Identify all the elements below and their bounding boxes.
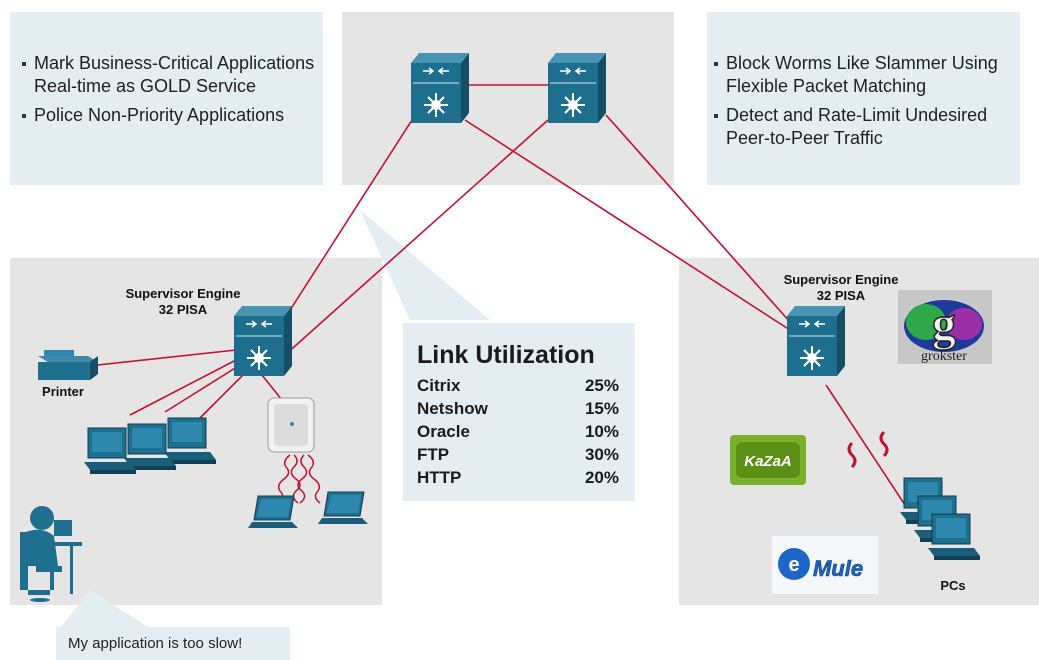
left-switch-label-line1: Supervisor Engine <box>125 286 241 301</box>
right-switch-label-line1: Supervisor Engine <box>783 272 899 287</box>
svg-text:e: e <box>788 554 799 576</box>
emule-logo: e Mule <box>772 536 878 594</box>
wireless-access-point-icon <box>267 397 315 453</box>
link-utilization-box: Link Utilization Citrix 25% Netshow 15% Or… <box>403 323 635 501</box>
user-callout-box: My application is too slow! <box>56 627 290 660</box>
right-info-box <box>707 12 1020 185</box>
svg-text:Mule: Mule <box>813 556 863 581</box>
utilization-row: Citrix 25% <box>417 374 619 397</box>
printer-icon <box>38 350 98 380</box>
bullet-rate-limit-p2p: Detect and Rate-Limit Undesired Peer-to-… <box>712 104 1017 150</box>
app-name: HTTP <box>417 468 462 487</box>
bullet-police-non-priority: Police Non-Priority Applications <box>20 104 318 127</box>
app-percent: 15% <box>584 399 619 418</box>
grokster-logo: g grokster <box>898 290 992 364</box>
app-name: Oracle <box>417 422 470 441</box>
right-pcs-icon <box>899 477 981 561</box>
pcs-label: PCs <box>940 578 966 593</box>
printer-label: Printer <box>42 384 84 399</box>
svg-text:grokster: grokster <box>921 349 967 364</box>
core-switch-right-icon <box>547 52 607 124</box>
app-percent: 25% <box>584 376 619 395</box>
kazaa-logo: KaZaA <box>730 435 806 485</box>
left-bullet-list: Mark Business-Critical Applications Real… <box>20 52 318 133</box>
app-percent: 10% <box>584 422 619 441</box>
utilization-row: Oracle 10% <box>417 420 619 443</box>
link-utilization-table: Citrix 25% Netshow 15% Oracle 10% FTP 30% HT… <box>417 374 619 489</box>
svg-text:KaZaA: KaZaA <box>744 453 792 470</box>
app-percent: 30% <box>584 445 619 464</box>
desktop-pcs-icon <box>83 417 217 475</box>
wireless-signal <box>277 454 321 504</box>
laptop-icon <box>317 491 369 525</box>
network-links <box>97 84 906 506</box>
core-switch-left-icon <box>410 52 470 124</box>
right-switch-label: Supervisor Engine 32 PISA <box>766 272 916 304</box>
app-name: Citrix <box>417 376 461 395</box>
p2p-traffic-squiggles <box>847 430 889 469</box>
bullet-mark-business-critical: Mark Business-Critical Applications Real… <box>20 52 318 98</box>
utilization-row: Netshow 15% <box>417 397 619 420</box>
utilization-row: FTP 30% <box>417 443 619 466</box>
user-at-desk-icon <box>20 506 82 602</box>
right-supervisor-switch-icon <box>786 305 846 377</box>
app-name: Netshow <box>417 399 488 418</box>
left-switch-label-line2: 32 PISA <box>158 302 208 317</box>
laptop-icon <box>247 495 299 529</box>
app-name: FTP <box>417 445 450 464</box>
link-utilization-title: Link Utilization <box>417 341 595 369</box>
user-callout-pointer <box>60 590 150 628</box>
utilization-row: HTTP 20% <box>417 466 619 489</box>
right-switch-label-line2: 32 PISA <box>816 288 866 303</box>
right-bullet-list: Block Worms Like Slammer Using Flexible … <box>712 52 1017 156</box>
bullet-block-worms: Block Worms Like Slammer Using Flexible … <box>712 52 1017 98</box>
utilization-callout-pointer <box>360 210 490 320</box>
svg-text:g: g <box>932 298 956 351</box>
user-callout-text: My application is too slow! <box>68 635 243 652</box>
app-percent: 20% <box>584 468 619 487</box>
left-info-box <box>10 12 323 185</box>
left-switch-label: Supervisor Engine 32 PISA <box>108 286 258 318</box>
